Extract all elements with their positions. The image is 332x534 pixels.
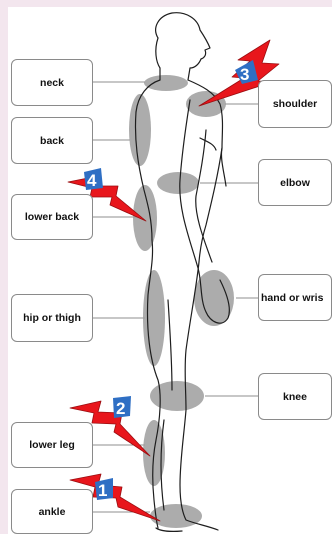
marker-1-number: 1 (98, 481, 107, 500)
label-hip-or-thigh: hip or thigh (11, 294, 93, 342)
marker-3-number: 3 (240, 65, 249, 84)
label-elbow: elbow (258, 159, 332, 206)
label-elbow-text: elbow (280, 177, 310, 189)
neck-highlight (144, 75, 188, 91)
label-neck-text: neck (40, 77, 64, 89)
label-lower-back-text: lower back (25, 211, 79, 223)
label-neck: neck (11, 59, 93, 106)
marker-2-number: 2 (116, 399, 125, 418)
label-back: back (11, 117, 93, 164)
label-knee-text: knee (283, 391, 307, 403)
knee-highlight (150, 381, 204, 411)
label-hand-or-wrist: hand or wris (258, 274, 332, 321)
label-ankle-text: ankle (39, 506, 66, 518)
label-lower-leg-text: lower leg (29, 439, 75, 451)
label-shoulder: shoulder (258, 80, 332, 128)
label-hand-or-wrist-text: hand or wris (261, 292, 323, 304)
marker-4-number: 4 (87, 171, 97, 190)
label-knee: knee (258, 373, 332, 420)
label-lower-back: lower back (11, 194, 93, 240)
label-lower-leg: lower leg (11, 422, 93, 468)
label-back-text: back (40, 135, 64, 147)
label-ankle: ankle (11, 489, 93, 534)
elbow-highlight (157, 172, 199, 194)
back-highlight (129, 94, 151, 166)
label-shoulder-text: shoulder (273, 98, 317, 110)
hip-highlight (143, 270, 165, 366)
label-hip-or-thigh-text: hip or thigh (23, 312, 81, 324)
